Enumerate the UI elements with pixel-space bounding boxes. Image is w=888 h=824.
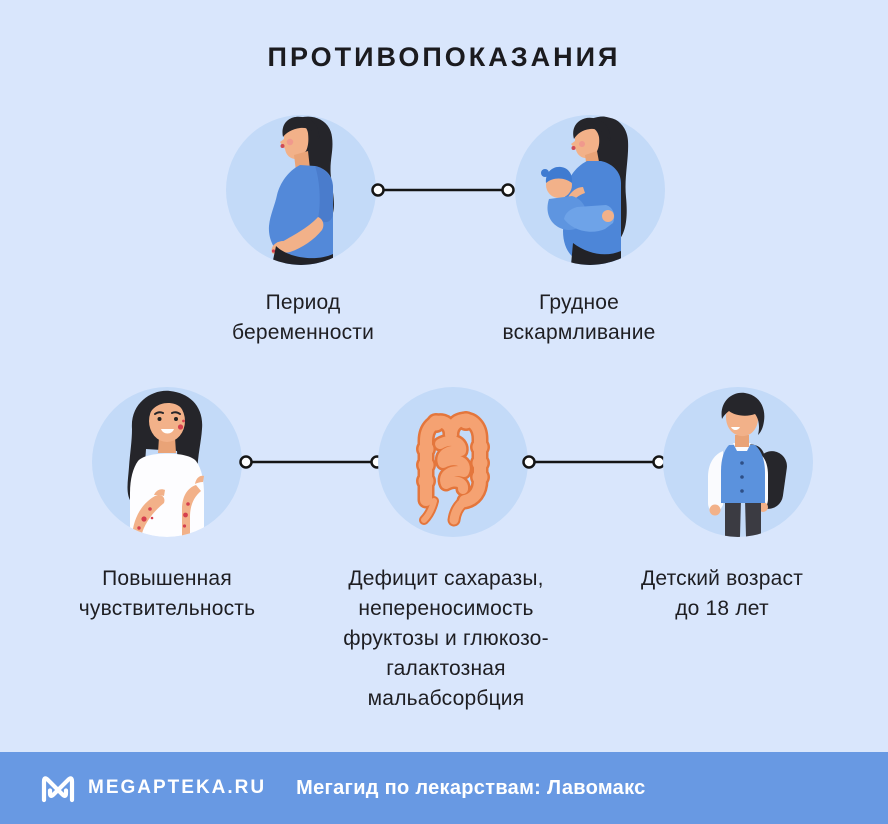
- item-circle-children: [663, 387, 813, 537]
- megapteka-logo-icon: [41, 776, 75, 803]
- footer: MEGAPTEKA.RU Мегагид по лекарствам: Лаво…: [0, 752, 888, 824]
- connector-line: [371, 183, 515, 197]
- footer-brand: MEGAPTEKA.RU: [88, 777, 267, 798]
- footer-tagline: Мегагид по лекарствам: Лавомакс: [296, 776, 646, 799]
- item-label-sucrase-deficiency: Дефицит сахаразы, непереносимость фрукто…: [343, 567, 549, 710]
- item-circle-breastfeeding: [515, 115, 665, 265]
- connector-line: [239, 455, 384, 469]
- item-label-pregnancy: Период беременности: [231, 291, 375, 344]
- item-label-breastfeeding: Грудное вскармливание: [502, 291, 656, 344]
- item-circle-sucrase-deficiency: [378, 387, 528, 537]
- page-title: ПРОТИВОПОКАЗАНИЯ: [267, 42, 621, 72]
- woman-with-rash-icon: [127, 390, 204, 537]
- pregnant-woman-icon: [268, 116, 334, 265]
- breastfeeding-mother-icon: [541, 116, 629, 265]
- item-circle-pregnancy: [226, 115, 376, 265]
- item-label-hypersensitivity: Повышенная чувствительность: [78, 567, 256, 620]
- item-label-children: Детский возраст до 18 лет: [640, 567, 804, 620]
- child-with-backpack-icon: [708, 392, 787, 537]
- intestines-icon: [416, 411, 490, 527]
- connector-line: [522, 455, 666, 469]
- item-circle-hypersensitivity: [92, 387, 242, 537]
